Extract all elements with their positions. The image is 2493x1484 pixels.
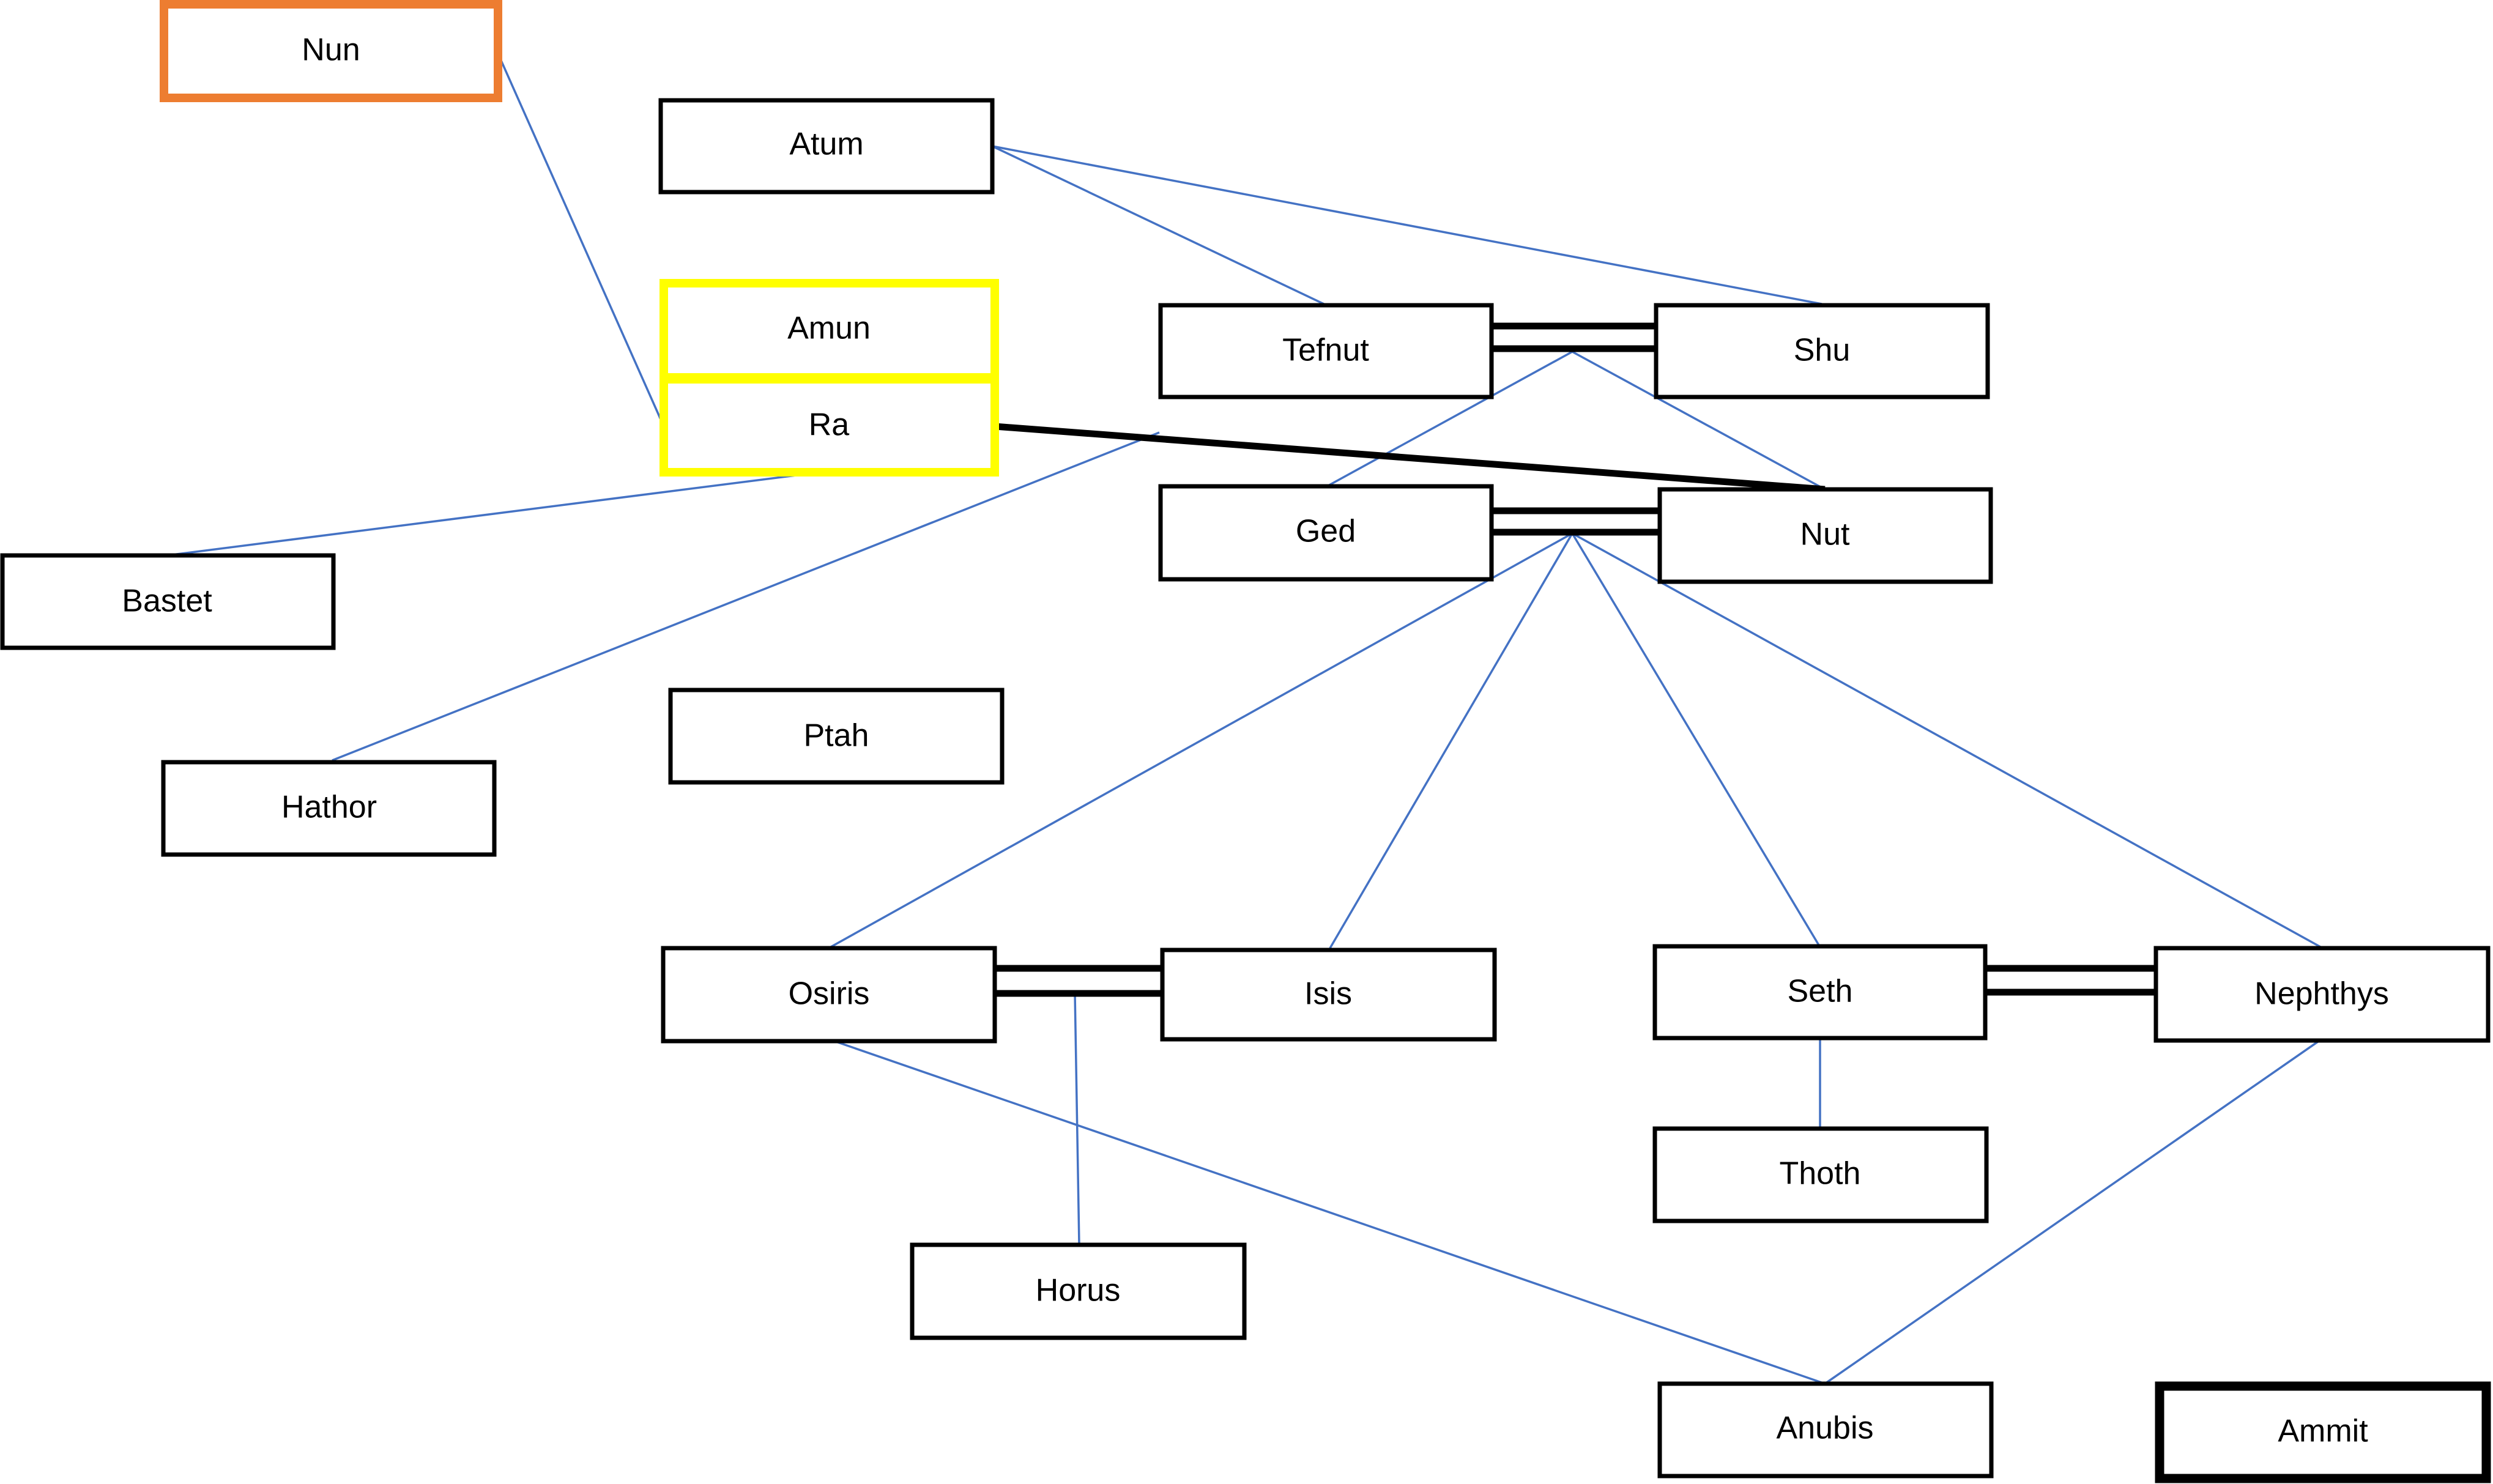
line-atum-shu	[992, 145, 1822, 305]
node-box	[2153, 946, 2491, 1043]
node-label: Isis	[1304, 976, 1352, 1012]
node-label: Osiris	[789, 976, 870, 1012]
node-bastet[interactable]: Bastet	[0, 553, 336, 650]
node-box	[1654, 303, 1990, 399]
node-box	[659, 375, 999, 477]
node-tefnut[interactable]: Tefnut	[1158, 303, 1494, 399]
node-label: Thoth	[1780, 1156, 1861, 1192]
node-label: Ammit	[2278, 1414, 2368, 1449]
node-label: Atum	[789, 127, 863, 162]
node-osiris[interactable]: Osiris	[661, 946, 997, 1044]
node-label: Tefnut	[1282, 333, 1369, 368]
node-label: Ra	[809, 407, 850, 443]
line-nephthys-anubis	[1824, 1039, 2321, 1385]
node-label: Hathor	[281, 790, 377, 825]
node-box	[1160, 948, 1497, 1042]
node-box	[668, 688, 1005, 785]
node-box	[658, 98, 995, 195]
node-nut[interactable]: Nut	[1657, 487, 1993, 584]
line-atum-tefnut	[992, 145, 1325, 305]
line-ged-nut-osiris	[830, 532, 1573, 948]
node-isis[interactable]: Isis	[1160, 948, 1497, 1042]
node-box	[1652, 1126, 1989, 1223]
node-label: Seth	[1788, 974, 1853, 1009]
node-label: Ptah	[804, 718, 869, 754]
node-seth[interactable]: Seth	[1652, 944, 1988, 1041]
node-anubis[interactable]: Anubis	[1657, 1381, 1994, 1478]
node-box	[1657, 487, 1993, 584]
line-ged-nut-nephthys	[1572, 532, 2321, 948]
node-label: Bastet	[122, 584, 212, 619]
line-tefnut-shu-nut	[1572, 351, 1826, 491]
node-ammit[interactable]: Ammit	[2155, 1381, 2491, 1483]
line-ra-nut	[994, 423, 1826, 493]
node-box	[160, 0, 502, 102]
node-shu[interactable]: Shu	[1654, 303, 1990, 399]
node-ptah[interactable]: Ptah	[668, 688, 1005, 785]
line-ra-bastet	[166, 470, 830, 557]
line-ged-nut-seth	[1571, 533, 1820, 946]
node-label: Horus	[1036, 1273, 1121, 1308]
node-box	[661, 946, 997, 1044]
node-label: Amun	[787, 311, 871, 346]
node-nun[interactable]: Nun	[160, 0, 502, 102]
node-label: Shu	[1794, 333, 1851, 368]
node-box	[161, 760, 497, 857]
node-box	[1657, 1381, 1994, 1478]
node-label: Ged	[1296, 514, 1356, 549]
line-nun-ra	[496, 50, 665, 427]
node-nephthys[interactable]: Nephthys	[2153, 946, 2491, 1043]
node-box	[659, 279, 999, 382]
node-amun[interactable]: Amun	[659, 279, 999, 382]
node-box	[1652, 944, 1988, 1041]
marriage-lines	[994, 322, 2156, 997]
node-box	[1158, 484, 1494, 582]
node-label: Nut	[1800, 517, 1850, 552]
node-thoth[interactable]: Thoth	[1652, 1126, 1989, 1223]
node-label: Anubis	[1777, 1411, 1874, 1446]
node-box	[1158, 303, 1494, 399]
line-tefnut-shu-ged	[1326, 351, 1573, 488]
node-hathor[interactable]: Hathor	[161, 760, 497, 857]
node-atum[interactable]: Atum	[658, 98, 995, 195]
node-ged[interactable]: Ged	[1158, 484, 1494, 582]
node-box	[0, 553, 336, 650]
line-osiris-isis-horus	[1074, 993, 1080, 1245]
node-box	[2155, 1381, 2491, 1483]
connector-lines	[166, 50, 2321, 1385]
node-box	[910, 1242, 1247, 1340]
line-osiris-anubis	[830, 1039, 1826, 1385]
line-tefnut-hathor	[332, 431, 1160, 762]
node-horus[interactable]: Horus	[910, 1242, 1247, 1340]
line-ged-nut-isis	[1329, 533, 1573, 949]
node-ra[interactable]: Ra	[659, 375, 999, 477]
node-label: Nun	[302, 32, 360, 68]
node-label: Nephthys	[2254, 976, 2389, 1012]
